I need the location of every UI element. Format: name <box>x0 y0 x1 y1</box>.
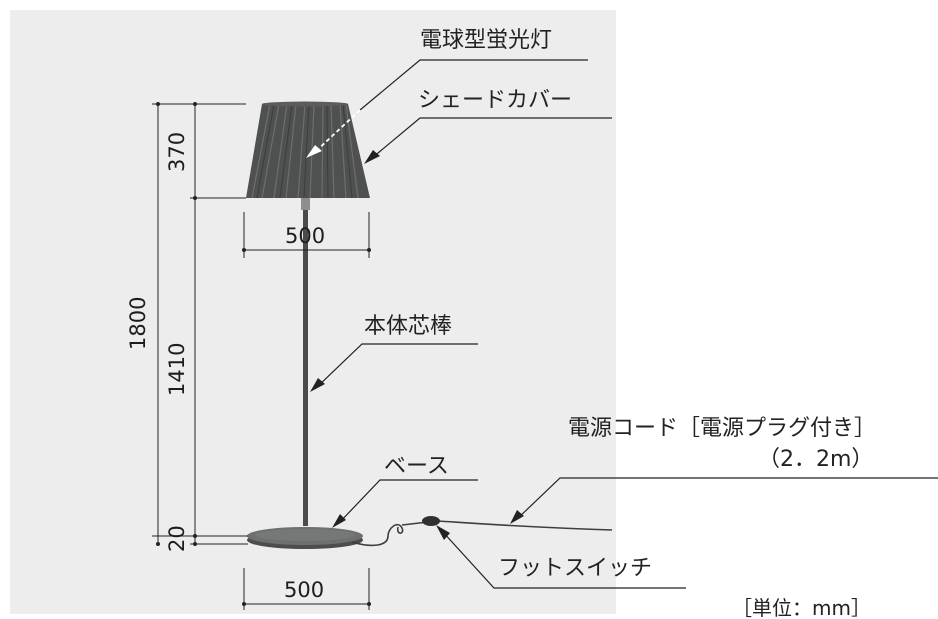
shade-width-value: 500 <box>285 224 326 248</box>
base-label: ベース <box>384 454 449 479</box>
bulb-label: 電球型蛍光灯 <box>420 28 553 53</box>
total-height-value: 1800 <box>126 296 150 350</box>
bulb-leader-dashed <box>313 109 361 154</box>
bulb-arrowhead <box>306 145 322 158</box>
foot-switch-label: フットスイッチ <box>498 556 653 581</box>
unit-note: ［単位：mm］ <box>732 596 871 619</box>
leader-lines <box>315 59 938 589</box>
lamp-shade <box>246 101 370 199</box>
shade-height-value: 370 <box>165 131 189 172</box>
power-cord <box>351 520 613 547</box>
leader-arrowheads <box>306 145 524 540</box>
base-height-value: 20 <box>165 525 189 552</box>
shade-cover-label: シェードカバー <box>418 88 573 113</box>
cord-length-label: （2．2m） <box>758 447 874 472</box>
pole-height-value: 1410 <box>165 342 189 396</box>
base-width-value: 500 <box>284 578 325 602</box>
lamp-pole <box>301 198 310 526</box>
body-pole-label: 本体芯棒 <box>364 314 453 339</box>
foot-switch-device <box>422 516 440 526</box>
dimension-ticks <box>156 102 371 606</box>
lamp-base <box>247 527 363 549</box>
power-cord-label: 電源コード［電源プラグ付き］ <box>568 416 877 441</box>
